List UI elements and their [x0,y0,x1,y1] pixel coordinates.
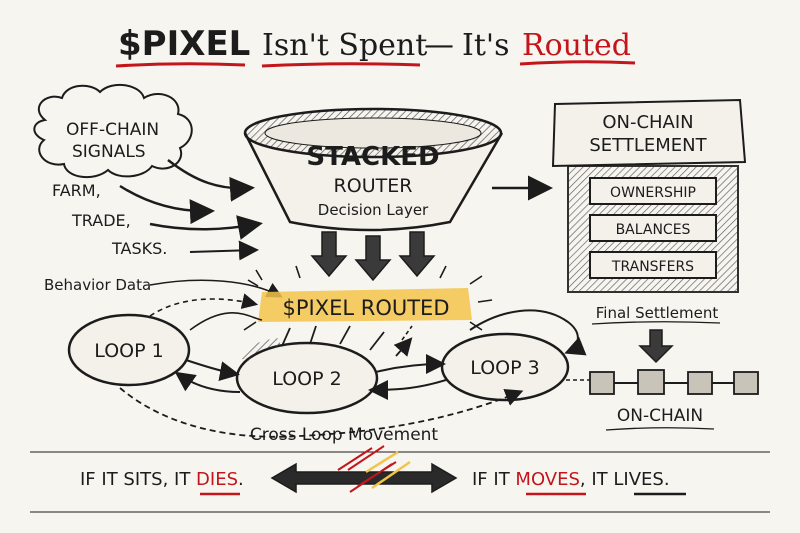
offchain-heading-1: OFF-CHAIN [66,120,159,140]
settlement-item-balances: BALANCES [616,222,691,238]
offchain-signals: OFF-CHAIN SIGNALS FARM, TRADE, TASKS. Be… [33,83,283,298]
footer-left-a: IF IT SITS, IT [80,469,191,490]
arrows-loop2-to-routed [281,326,410,356]
offchain-cloud [33,83,193,179]
onchain-settlement: ON-CHAIN SETTLEMENT OWNERSHIP BALANCES T… [551,98,747,293]
arrow-signals-to-router [167,159,255,202]
pixel-routed: $PIXEL ROUTED [243,265,493,331]
settlement-item-transfers-box [589,251,717,279]
routed-highlight [258,288,472,322]
settlement-line2: SETTLEMENT [589,135,707,156]
chain-block-4 [733,371,759,395]
settlement-banner [551,98,747,168]
offchain-heading-2: SIGNALS [72,142,146,162]
footer-right-moves: MOVES [515,469,580,490]
final-settlement-underline [591,321,721,325]
title-routed: Routed [522,28,631,63]
settlement-item-transfers: TRANSFERS [611,259,694,275]
arrow-loop-to-loop-1-2 [185,359,240,381]
onchain-chain-label: ON-CHAIN [617,406,703,426]
footer-arrow-streaks-yellow [365,450,411,490]
router-down-arrow-2 [354,235,392,282]
chain-blocks [589,369,759,395]
onchain-chain-underline [605,427,715,431]
settlement-item-ownership: OWNERSHIP [610,185,696,201]
loop-1-ellipse [67,313,191,387]
arrow-trade-to-router [149,215,263,240]
final-settlement: Final Settlement ON-CHAIN [566,304,759,431]
arrow-loop3-to-loop2 [368,379,447,400]
loop-3-label: LOOP 3 [470,357,539,379]
offchain-item-tasks: TASKS. [111,239,167,258]
loop-2-label: LOOP 2 [272,368,341,390]
loop-1-label: LOOP 1 [94,340,163,362]
title-underline-mid [261,62,421,68]
title: $PIXEL Isn't Spent — It's Routed [115,24,636,68]
router-funnel-body [243,132,504,232]
cross-loop-arrow [119,387,524,438]
title-isnt-spent: Isn't Spent [262,28,427,63]
arrow-loop2-to-loop1 [174,371,241,393]
final-settlement-arrow [638,329,674,364]
router-line2: ROUTER [334,175,413,197]
title-pixel: $PIXEL [118,24,250,64]
footer-right-e: . [664,469,670,490]
router-line1: STACKED [306,142,439,172]
settlement-item-ownership-box [589,177,717,205]
footer: IF IT SITS, IT DIES. IF IT MOVES, IT LIV… [30,445,770,513]
arrow-loop1-outer [189,312,263,331]
router-funnel-rim-inner [264,117,482,149]
final-settlement-label: Final Settlement [596,304,719,322]
title-underline-left [115,62,246,68]
router-down-arrow-1 [310,231,348,278]
arrow-tasks-to-router [189,240,259,261]
arrow-farm-to-router [119,184,215,225]
footer-left-dies: DIES [196,469,238,490]
routed-label: $PIXEL ROUTED [282,296,449,320]
router-down-arrow-3 [398,231,436,278]
title-dash: — [424,28,454,63]
offchain-item-farm: FARM, [52,181,101,200]
footer-right: IF IT MOVES, IT LIVES. [472,469,670,490]
chain-block-1 [589,371,615,395]
offchain-item-trade: TRADE, [71,211,131,230]
arrow-loop-2-3 [375,354,446,375]
router-line3: Decision Layer [318,201,429,219]
arrow-loop2-to-loop3-dashed [401,325,413,341]
footer-arrow-streaks [337,445,397,493]
footer-left: IF IT SITS, IT DIES. [80,469,244,490]
chain-block-2 [637,369,665,395]
footer-double-arrow [270,462,458,494]
chain-block-3 [687,371,713,395]
footer-left-c: . [238,469,244,490]
title-its: It's [462,28,510,63]
arrow-loop1-to-routed [149,293,259,317]
loops: LOOP 1 LOOP 2 LOOP 3 Cross Loop Movement [67,293,587,445]
arrow-behavior-to-routed [149,279,283,298]
title-underline-right [519,60,636,66]
arrow-loop3-outer [469,309,587,356]
behavior-data-label: Behavior Data [44,276,151,294]
settlement-line1: ON-CHAIN [602,112,693,133]
footer-right-a: IF IT [472,469,511,490]
loop-2-shadow [241,338,281,362]
footer-right-c: , IT [580,469,609,490]
stacked-router: STACKED ROUTER Decision Layer [243,107,553,282]
footer-right-lives: LIVES [613,469,663,490]
settlement-item-balances-box [589,214,717,242]
cross-loop-label: Cross Loop Movement [250,425,439,445]
